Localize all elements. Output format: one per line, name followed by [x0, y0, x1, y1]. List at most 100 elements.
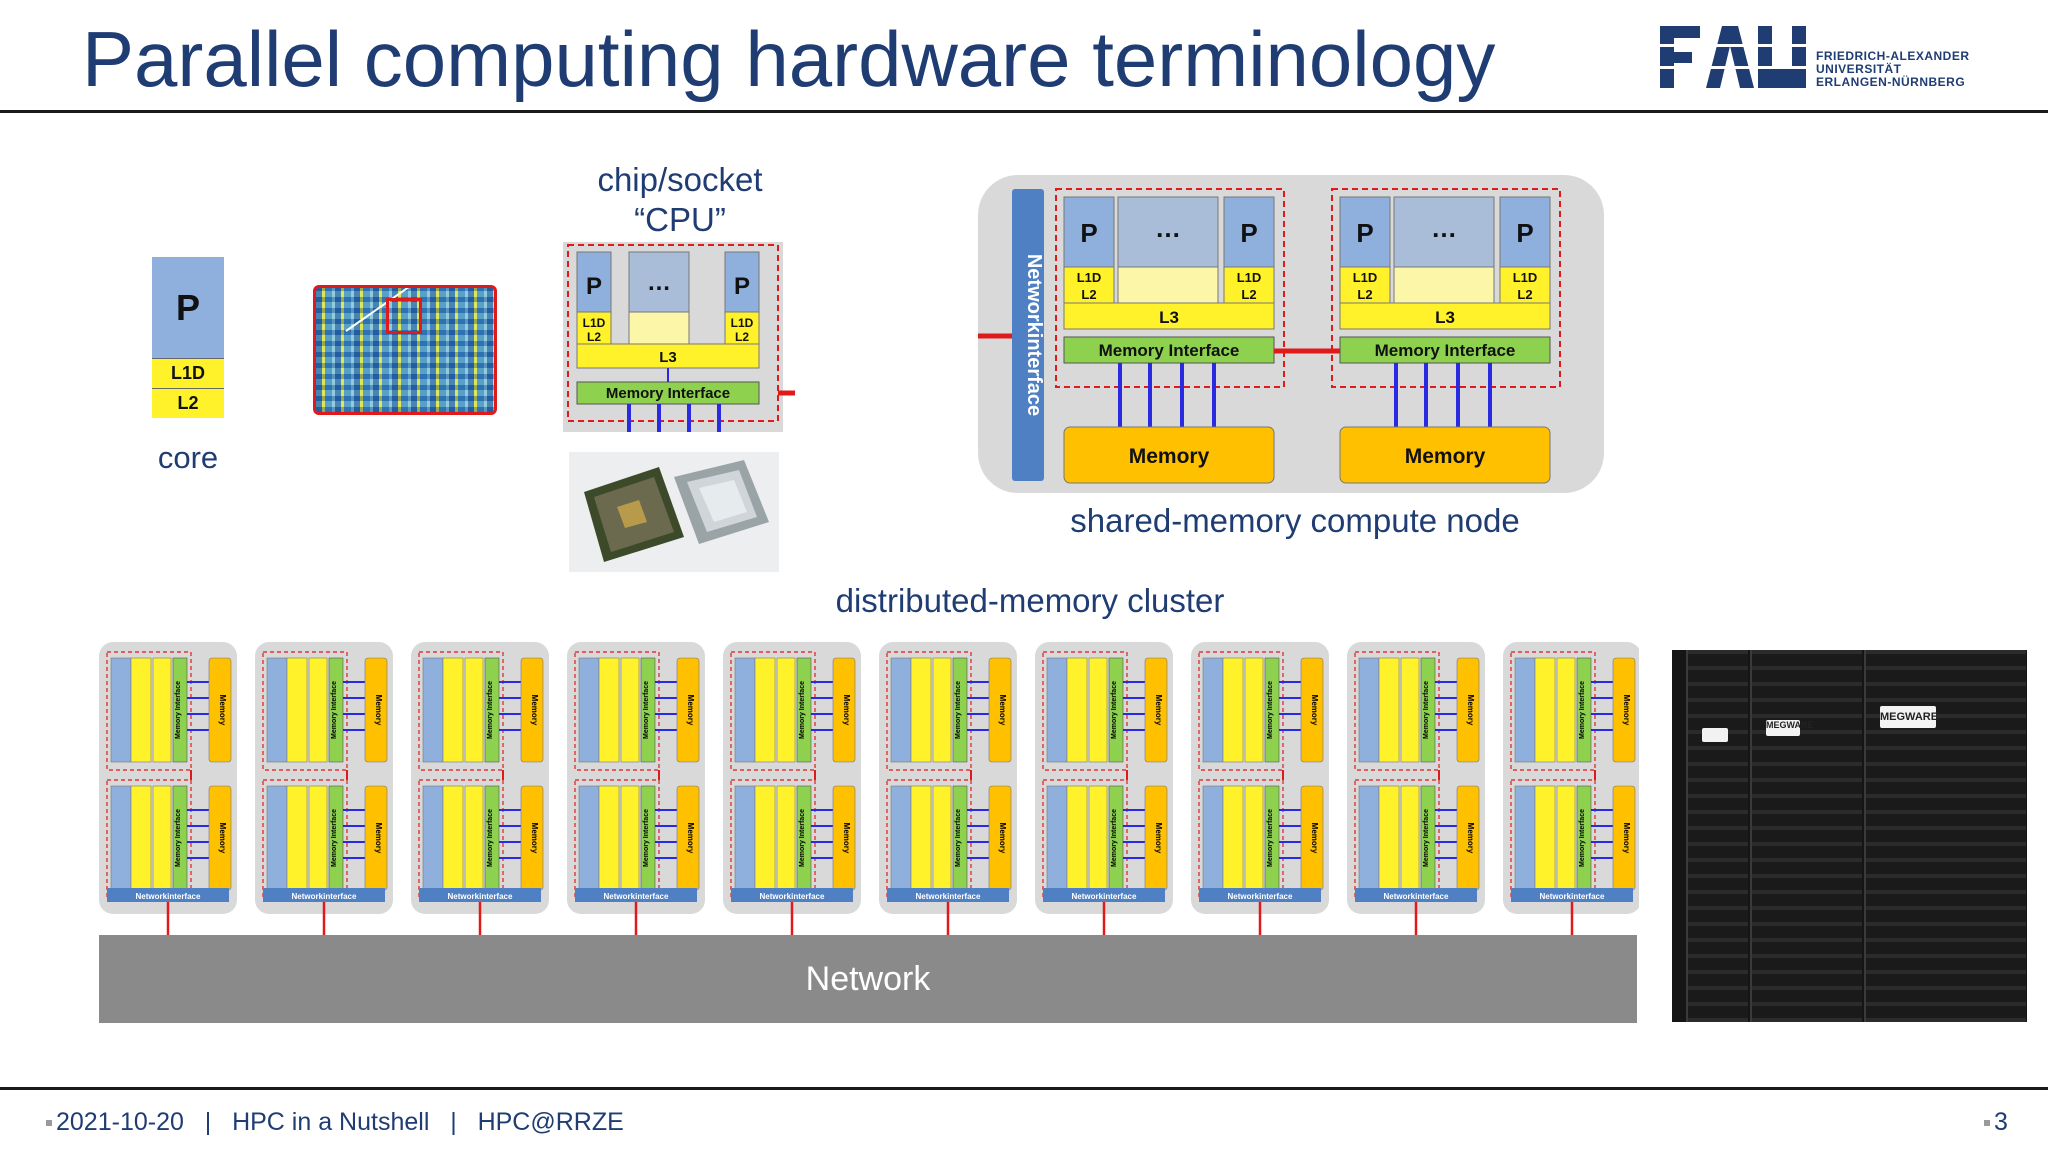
cluster-node-memory-interface: Memory Interface [1579, 681, 1586, 739]
cpu-photo [569, 452, 779, 572]
node-memory-right: Memory [1405, 445, 1486, 468]
cluster-node-network-interface: Networkinterface [760, 892, 825, 901]
cluster-node-network-interface: Networkinterface [916, 892, 981, 901]
network-bar: Network [99, 935, 1637, 1023]
svg-text:P: P [1356, 218, 1373, 248]
cluster-node-memory-interface: Memory Interface [799, 681, 806, 739]
svg-text:L1D: L1D [1237, 270, 1262, 285]
header-divider [0, 110, 2048, 113]
svg-text:L1D: L1D [1513, 270, 1538, 285]
cluster-node-memory: Memory [1154, 695, 1163, 726]
cluster-node-memory-interface: Memory Interface [1579, 809, 1586, 867]
node-socket-right [1331, 188, 1561, 484]
cluster-node-memory: Memory [1466, 823, 1475, 854]
chip-l1d-right: L1D [731, 316, 754, 330]
svg-text:P: P [1240, 218, 1257, 248]
core-diagram: P L1D L2 [152, 257, 224, 418]
cluster-node-memory: Memory [530, 823, 539, 854]
cluster-node-memory-interface: Memory Interface [331, 681, 338, 739]
rack-brand-tag: MEGWARE [1880, 706, 1938, 728]
cluster-node-memory-interface: Memory Interface [175, 681, 182, 739]
page-number: 3 [1984, 1108, 2008, 1137]
university-logo: FRIEDRICH-ALEXANDER UNIVERSITÄT ERLANGEN… [1658, 24, 1978, 94]
node-socket-left [1055, 188, 1285, 484]
chip-p-right: P [734, 273, 750, 300]
page-title: Parallel computing hardware terminology [82, 15, 1496, 103]
cluster-node-network-interface: Networkinterface [1072, 892, 1137, 901]
node-network-interface: Networkinterface [1023, 254, 1045, 416]
svg-text:L2: L2 [1357, 287, 1372, 302]
chip-l2-left: L2 [587, 330, 601, 344]
bullet-square [46, 1120, 52, 1127]
svg-text:…: … [1431, 213, 1457, 243]
fau-logo-mark [1658, 26, 1808, 88]
cluster-node-memory-interface: Memory Interface [643, 681, 650, 739]
chip-l1d-left: L1D [583, 316, 606, 330]
svg-text:P: P [1080, 218, 1097, 248]
cluster-node-memory: Memory [686, 695, 695, 726]
cluster-node-memory-interface: Memory Interface [1267, 681, 1274, 739]
cluster-node-memory-interface: Memory Interface [1267, 809, 1274, 867]
cluster-node-memory: Memory [998, 823, 1007, 854]
chip-l3: L3 [659, 349, 677, 366]
cluster-node-network-interface: Networkinterface [604, 892, 669, 901]
cluster-node-memory: Memory [530, 695, 539, 726]
svg-text:L3: L3 [1159, 308, 1179, 327]
svg-text:Memory Interface: Memory Interface [1099, 341, 1240, 360]
cluster-node-network-interface: Networkinterface [292, 892, 357, 901]
cluster-node-memory: Memory [1622, 823, 1631, 854]
svg-text:…: … [1155, 213, 1181, 243]
footer-divider [0, 1087, 2048, 1090]
cluster-node-network-interface: Networkinterface [1540, 892, 1605, 901]
cluster-node-memory: Memory [1154, 823, 1163, 854]
cluster-node-memory-interface: Memory Interface [1111, 809, 1118, 867]
footer-course: HPC in a Nutshell [232, 1108, 430, 1136]
cluster-node-memory: Memory [1310, 823, 1319, 854]
rack-brand-tag-small: MEGWARE [1766, 720, 1814, 736]
node-memory-left: Memory [1129, 445, 1210, 468]
cluster-node-memory: Memory [374, 823, 383, 854]
chip-dots: … [647, 269, 671, 296]
svg-text:L1D: L1D [1353, 270, 1378, 285]
cluster-node-memory: Memory [218, 823, 227, 854]
core-highlight-box [386, 298, 422, 334]
university-name: FRIEDRICH-ALEXANDER UNIVERSITÄT ERLANGEN… [1816, 49, 1970, 89]
cluster-node-memory-interface: Memory Interface [331, 809, 338, 867]
cluster-caption: distributed-memory cluster [835, 582, 1225, 619]
chip-p-left: P [586, 273, 602, 300]
chip-l2-right: L2 [735, 330, 749, 344]
chip-caption: chip/socket “CPU” [597, 161, 763, 238]
cluster-node-memory-interface: Memory Interface [487, 681, 494, 739]
cluster-node-memory-interface: Memory Interface [487, 809, 494, 867]
cpu-package-image [584, 460, 769, 562]
cluster-node-memory: Memory [218, 695, 227, 726]
svg-text:L3: L3 [1435, 308, 1455, 327]
core-caption: core [157, 440, 219, 475]
chip-die-photo [313, 285, 497, 415]
cluster-node-network-interface: Networkinterface [136, 892, 201, 901]
cluster-node-network-interface: Networkinterface [1384, 892, 1449, 901]
cluster-node-memory: Memory [1466, 695, 1475, 726]
footer-info: 2021-10-20 | HPC in a Nutshell | HPC@RRZ… [46, 1108, 624, 1137]
compute-node-diagram: Networkinterface P … [978, 175, 1604, 493]
svg-text:P: P [1516, 218, 1533, 248]
cluster-node-memory-interface: Memory Interface [1423, 809, 1430, 867]
cluster-node-memory-interface: Memory Interface [175, 809, 182, 867]
cluster-node-memory-interface: Memory Interface [1423, 681, 1430, 739]
processor-block: P [152, 257, 224, 358]
svg-text:L2: L2 [1241, 287, 1256, 302]
cluster-node-memory: Memory [842, 823, 851, 854]
cluster-node-memory-interface: Memory Interface [955, 681, 962, 739]
cluster-node-memory-interface: Memory Interface [643, 809, 650, 867]
footer-org: HPC@RRZE [477, 1108, 624, 1136]
cluster-node-memory: Memory [686, 823, 695, 854]
cluster-node-memory: Memory [374, 695, 383, 726]
svg-text:L2: L2 [1081, 287, 1096, 302]
